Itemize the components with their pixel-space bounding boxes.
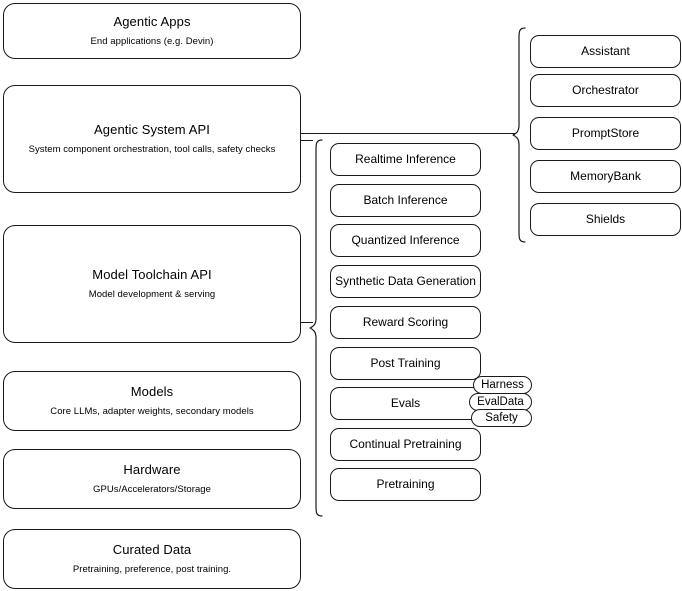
component-label: Continual Pretraining [349,437,462,451]
layer-subtitle: Pretraining, preference, post training. [72,564,232,576]
component-assistant[interactable]: Assistant [530,35,681,68]
layer-title: Agentic System API [94,121,210,137]
component-label: PromptStore [571,126,640,140]
component-promptstore[interactable]: PromptStore [530,117,681,150]
component-label: Shields [585,212,626,226]
eval-subcomponent-label: EvalData [477,396,524,408]
component-label: Orchestrator [572,83,639,97]
component-shields[interactable]: Shields [530,203,681,236]
eval-subcomponent-safety[interactable]: Safety [471,409,532,427]
layer-title: Models [130,383,174,399]
component-label: MemoryBank [570,169,641,183]
component-reward-scoring[interactable]: Reward Scoring [330,306,481,339]
component-label: Batch Inference [363,193,448,207]
layer-agentic-apps[interactable]: Agentic Apps End applications (e.g. Devi… [3,3,301,59]
layer-models[interactable]: Models Core LLMs, adapter weights, secon… [3,371,301,431]
brace-system-components [512,27,526,243]
connector-system-api-to-middle-brace [301,140,313,142]
component-label: Quantized Inference [351,233,460,247]
component-label: Synthetic Data Generation [335,274,476,288]
eval-subcomponent-label: Safety [485,412,518,424]
layer-curated-data[interactable]: Curated Data Pretraining, preference, po… [3,529,301,589]
layer-title: Curated Data [112,541,192,557]
component-label: Assistant [581,44,630,58]
layer-hardware[interactable]: Hardware GPUs/Accelerators/Storage [3,449,301,509]
component-label: Pretraining [376,477,435,491]
layer-subtitle: Model development & serving [88,289,216,301]
component-batch-inference[interactable]: Batch Inference [330,184,481,217]
component-memorybank[interactable]: MemoryBank [530,160,681,193]
component-continual-pretraining[interactable]: Continual Pretraining [330,428,481,461]
layer-title: Model Toolchain API [92,266,212,282]
layer-subtitle: Core LLMs, adapter weights, secondary mo… [50,406,254,418]
component-orchestrator[interactable]: Orchestrator [530,74,681,107]
component-synthetic-data-generation[interactable]: Synthetic Data Generation [330,265,481,298]
component-post-training[interactable]: Post Training [330,347,481,380]
layer-title: Agentic Apps [113,13,191,29]
layer-subtitle: GPUs/Accelerators/Storage [93,484,211,496]
component-realtime-inference[interactable]: Realtime Inference [330,143,481,176]
eval-subcomponent-label: Harness [481,379,524,391]
component-label: Evals [390,396,421,410]
layer-title: Hardware [123,461,181,477]
layer-model-toolchain-api[interactable]: Model Toolchain API Model development & … [3,225,301,343]
brace-toolchain-components [309,139,323,517]
component-label: Post Training [370,356,441,370]
component-label: Reward Scoring [362,315,449,329]
layer-subtitle: System component orchestration, tool cal… [28,144,276,156]
connector-toolchain-api-to-middle-brace [301,322,313,324]
component-quantized-inference[interactable]: Quantized Inference [330,224,481,257]
component-pretraining[interactable]: Pretraining [330,468,481,501]
connector-system-api-to-right-brace [301,133,516,135]
component-evals[interactable]: Evals [330,387,481,420]
component-label: Realtime Inference [355,152,456,166]
eval-subcomponent-harness[interactable]: Harness [473,376,532,394]
layer-agentic-system-api[interactable]: Agentic System API System component orch… [3,85,301,193]
layer-subtitle: End applications (e.g. Devin) [90,36,214,48]
